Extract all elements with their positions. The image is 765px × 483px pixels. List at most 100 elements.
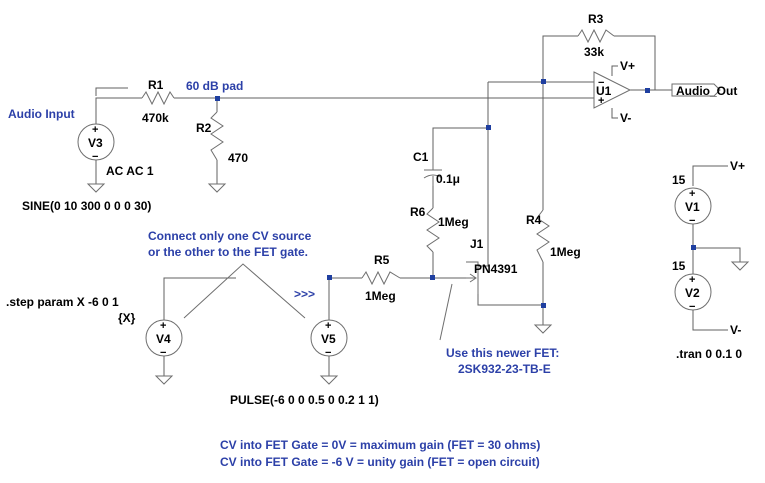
- j1-name: J1: [470, 237, 484, 251]
- note-gain-line2: CV into FET Gate = -6 V = unity gain (FE…: [220, 455, 540, 469]
- v3-name: V3: [88, 136, 103, 150]
- r2-name: R2: [196, 121, 212, 135]
- v3-sine: SINE(0 10 300 0 0 0 30): [22, 199, 151, 213]
- cv-pointer: [183, 263, 306, 319]
- r1-name: R1: [148, 78, 164, 92]
- svg-text:+: +: [92, 124, 98, 136]
- supply-vplus-label: V+: [730, 159, 745, 173]
- r4-name: R4: [526, 213, 542, 227]
- v2-name: V2: [685, 286, 700, 300]
- net-arrows: >>>: [294, 287, 315, 301]
- junction-output: [645, 88, 650, 93]
- v1-name: V1: [685, 200, 700, 214]
- junction-drain: [486, 125, 491, 130]
- r2-value: 470: [228, 151, 248, 165]
- svg-text:+: +: [325, 320, 331, 332]
- ground-v5: [319, 375, 339, 385]
- wire-v1-to-gnd: [692, 222, 741, 262]
- v4-source[interactable]: + −: [145, 319, 183, 359]
- junction-v5: [327, 275, 332, 280]
- u1-name: U1: [596, 84, 612, 98]
- r3-value: 33k: [584, 45, 604, 59]
- r6-resistor[interactable]: [426, 207, 440, 253]
- svg-text:−: −: [92, 151, 98, 163]
- v1-value: 15: [672, 173, 686, 187]
- r3-name: R3: [588, 12, 604, 26]
- ground-r4: [533, 324, 553, 334]
- note-gain-line1: CV into FET Gate = 0V = maximum gain (FE…: [220, 438, 540, 452]
- v2-value: 15: [672, 259, 686, 273]
- r6-name: R6: [410, 205, 426, 219]
- wire-fb-left: [542, 35, 578, 82]
- u1-vplus: V+: [620, 59, 635, 73]
- r1-value: 470k: [142, 111, 169, 125]
- junction-gate: [430, 275, 435, 280]
- tran-directive: .tran 0 0.1 0: [676, 347, 742, 361]
- wire-v2-bottom: [692, 310, 728, 331]
- svg-text:−: −: [160, 347, 166, 359]
- ground-v4: [154, 375, 174, 385]
- note-cv-line1: Connect only one CV source: [148, 229, 312, 243]
- wire-vminus-pin: [611, 108, 618, 119]
- svg-text:+: +: [689, 274, 695, 286]
- note-fet-line2: 2SK932-23-TB-E: [458, 362, 551, 376]
- u1-vminus: V-: [620, 111, 631, 125]
- svg-text:−: −: [689, 215, 695, 227]
- r5-name: R5: [374, 253, 390, 267]
- r5-resistor[interactable]: [361, 270, 401, 286]
- ground-r2: [207, 183, 227, 193]
- note-fet-line1: Use this newer FET:: [446, 346, 559, 360]
- v3-value: AC AC 1: [106, 164, 154, 178]
- opamp-minus-sign: −: [598, 77, 604, 89]
- svg-text:−: −: [689, 301, 695, 313]
- junction-feedback: [541, 79, 546, 84]
- junctions: [215, 79, 696, 308]
- ground-symbols: [86, 183, 750, 385]
- cv-pointer-lines: [183, 263, 306, 319]
- v1-source[interactable]: + −: [674, 187, 712, 227]
- wires: [95, 35, 741, 376]
- c1-name: C1: [413, 150, 429, 164]
- svg-text:+: +: [160, 320, 166, 332]
- r2-resistor[interactable]: [210, 111, 224, 161]
- v4-param: {X}: [118, 311, 136, 325]
- svg-text:−: −: [325, 347, 331, 359]
- audio-out-label: Audio_Out: [676, 84, 737, 98]
- wire-c1-top: [432, 127, 488, 160]
- ground-supply: [730, 261, 750, 271]
- wire-v4-top: [163, 277, 236, 320]
- j1-fet[interactable]: [466, 261, 479, 294]
- net-label-pad: 60 dB pad: [186, 79, 243, 93]
- r3-resistor[interactable]: [577, 28, 615, 44]
- r6-value: 1Meg: [438, 215, 469, 229]
- supply-vminus-label: V-: [730, 323, 741, 337]
- v5-pulse: PULSE(-6 0 0 0.5 0 0.2 1 1): [230, 393, 379, 407]
- note-cv-line2: or the other to the FET gate.: [148, 245, 308, 259]
- v5-name: V5: [321, 332, 336, 346]
- junction-supply-mid: [691, 245, 696, 250]
- wire-fet-source: [477, 290, 543, 306]
- net-label-audio-input: Audio Input: [8, 107, 75, 121]
- junction-pad: [215, 96, 220, 101]
- r1-resistor[interactable]: [141, 90, 175, 106]
- audio-out-port: [671, 83, 721, 97]
- v2-source[interactable]: + −: [674, 273, 712, 313]
- opamp-plus-sign: +: [598, 95, 604, 107]
- v5-source[interactable]: + −: [310, 319, 348, 359]
- r4-resistor[interactable]: [536, 209, 550, 263]
- ground-v3: [86, 183, 106, 193]
- c1-capacitor[interactable]: [423, 160, 443, 186]
- c1-value: 0.1μ: [436, 172, 460, 186]
- u1-opamp[interactable]: − +: [593, 71, 632, 109]
- r4-value: 1Meg: [550, 245, 581, 259]
- wire-v1-top: [692, 165, 728, 186]
- wire-input-to-r1: [95, 97, 142, 124]
- j1-value: PN4391: [474, 262, 518, 276]
- v3-source[interactable]: + −: [77, 123, 115, 163]
- wire-vplus-pin: [611, 65, 618, 76]
- wire-fet-drain: [478, 82, 489, 267]
- v4-name: V4: [156, 332, 171, 346]
- step-directive: .step param X -6 0 1: [6, 295, 119, 309]
